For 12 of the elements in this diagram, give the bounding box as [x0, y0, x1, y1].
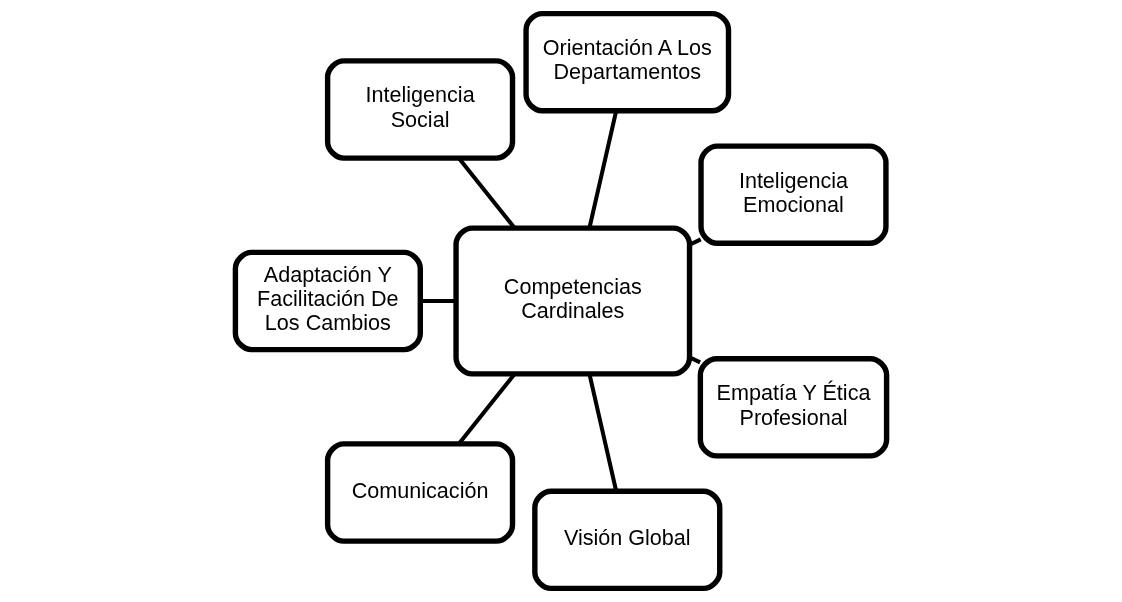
- connector: [420, 298, 456, 304]
- node-box: Adaptación Y Facilitación De Los Cambios: [232, 249, 423, 353]
- node-box: Visión Global: [532, 488, 723, 592]
- connector: [587, 373, 619, 492]
- node-box: Empatía Y Ética Profesional: [697, 356, 890, 459]
- node-box: Inteligencia Social: [324, 58, 516, 161]
- node-box: Competencias Cardinales: [453, 225, 693, 377]
- connector: [587, 110, 619, 229]
- node-box: Orientación A Los Departamentos: [523, 10, 732, 114]
- node-box: Comunicación: [324, 441, 516, 544]
- node-box: Inteligencia Emocional: [698, 143, 889, 246]
- connector: [688, 355, 701, 365]
